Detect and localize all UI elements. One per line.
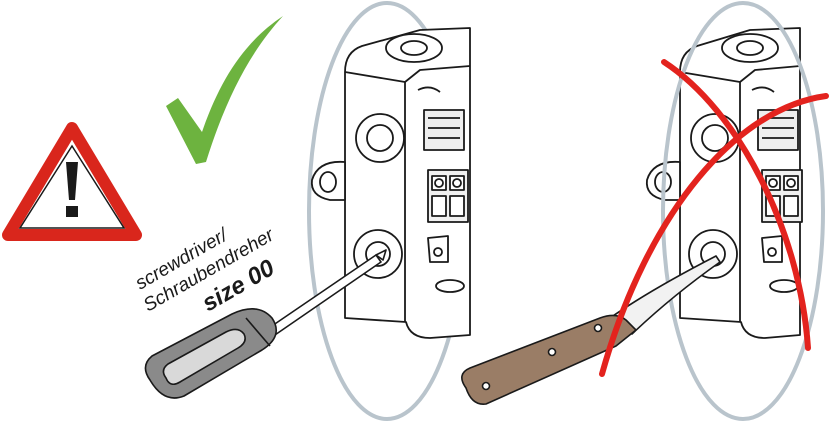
knife-illustration — [462, 256, 720, 404]
green-check-icon — [166, 16, 283, 164]
screwdriver-caption: screwdriver/ Schraubendreher size 00 — [132, 224, 280, 317]
warning-triangle-icon — [8, 128, 136, 235]
device-left — [309, 3, 470, 419]
